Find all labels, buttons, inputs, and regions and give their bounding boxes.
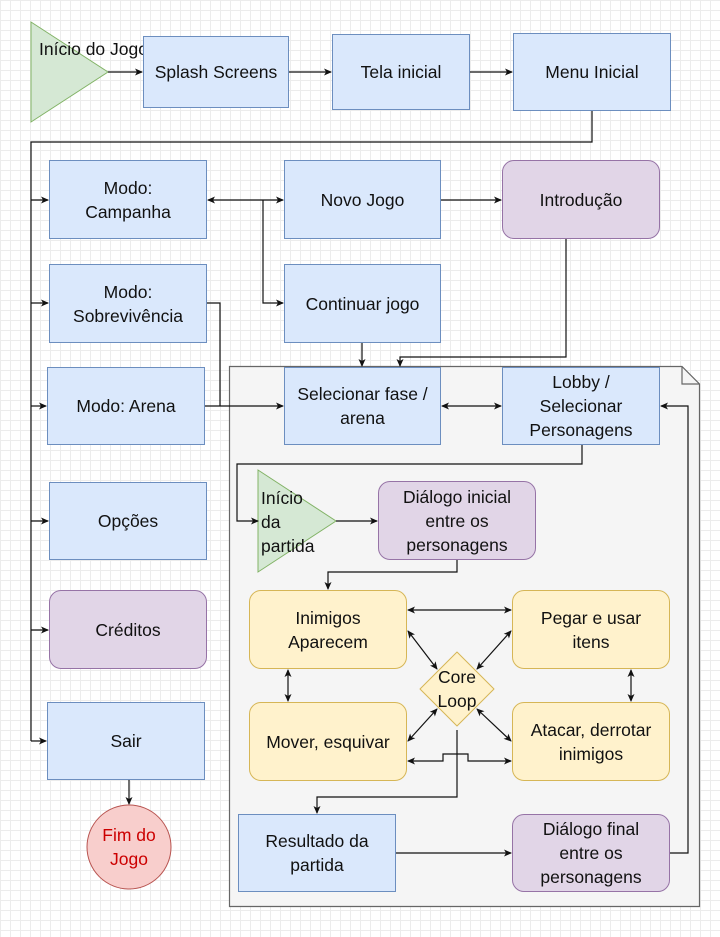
inimigos-aparecem-node: Inimigos Aparecem	[249, 590, 407, 669]
opcoes-node: Opções	[49, 482, 207, 560]
introducao-node: Introdução	[502, 160, 660, 239]
modo-arena-node: Modo: Arena	[47, 367, 205, 445]
edge-core-resultado	[313, 730, 458, 814]
modo-sobrevivencia-node: Modo: Sobrevivência	[49, 264, 207, 343]
core-loop-diamond	[419, 651, 495, 727]
atacar-node: Atacar, derrotar inimigos	[512, 702, 670, 781]
modo-campanha-node: Modo: Campanha	[49, 160, 207, 239]
edge-inimigos-core	[407, 630, 438, 670]
match-start-node: Início da partida	[261, 488, 315, 556]
pegar-itens-node: Pegar e usar itens	[512, 590, 670, 669]
edge-mover-atacar	[407, 753, 512, 765]
start-node: Início do Jogo	[39, 39, 148, 59]
edge-dialogo-inimigos	[324, 560, 458, 590]
splash-screens-node: Splash Screens	[143, 36, 289, 108]
core-loop-node: Core Loop	[437, 667, 477, 711]
tela-inicial-node: Tela inicial	[332, 34, 470, 110]
edge-atacar-core	[476, 708, 512, 742]
resultado-node: Resultado da partida	[238, 814, 396, 892]
edge-mover-core	[407, 708, 438, 742]
mover-esquivar-node: Mover, esquivar	[249, 702, 407, 781]
edge-sobrevivencia-selecionar	[207, 302, 221, 406]
menu-inicial-node: Menu Inicial	[513, 33, 671, 111]
sair-node: Sair	[47, 702, 205, 780]
dialogo-inicial-node: Diálogo inicial entre os personagens	[378, 481, 536, 560]
edge-lobby-partida	[236, 445, 583, 525]
edge-intro-selecionar	[396, 239, 567, 367]
creditos-node: Créditos	[49, 590, 207, 669]
novo-jogo-node: Novo Jogo	[284, 160, 441, 239]
edge-campanha-continuar	[262, 200, 284, 307]
dialogo-final-node: Diálogo final entre os personagens	[512, 814, 670, 892]
start-triangle	[30, 21, 109, 123]
edge-dialogo-final-lobby	[660, 402, 689, 854]
edge-menu-trunk	[30, 111, 593, 741]
lobby-node: Lobby / Selecionar Personagens	[502, 367, 660, 445]
fim-node: Fim do Jogo	[102, 825, 156, 869]
edge-pegar-core	[476, 630, 512, 670]
continuar-jogo-node: Continuar jogo	[284, 264, 441, 343]
end-circle	[86, 804, 172, 890]
selecionar-fase-node: Selecionar fase / arena	[284, 367, 441, 445]
